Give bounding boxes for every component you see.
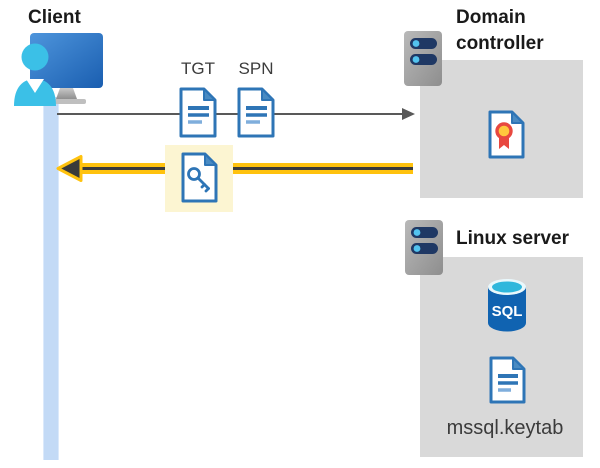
response-arrow-core [74, 167, 413, 170]
sql-badge-text: SQL [492, 303, 523, 320]
tgt-label: TGT [181, 59, 215, 78]
tgt-document-icon [178, 87, 218, 138]
spn-document-icon [236, 87, 276, 138]
request-arrowhead-icon [402, 108, 415, 120]
domain-controller-title: Domain controller [456, 7, 544, 54]
sql-database-icon: SQL [486, 278, 528, 334]
linux-server-title: Linux server [456, 228, 569, 249]
response-arrowhead-icon [56, 154, 84, 183]
domain-controller-server-icon [403, 30, 443, 87]
linux-server-server-icon [404, 219, 444, 276]
keytab-document-icon [489, 356, 526, 404]
certificate-icon [488, 110, 525, 159]
keytab-filename-label: mssql.keytab [446, 417, 564, 439]
response-arrow [74, 163, 413, 174]
key-ticket-document-icon [181, 152, 218, 203]
client-title: Client [28, 7, 81, 28]
client-lifeline [43, 97, 59, 460]
spn-label: SPN [238, 59, 274, 78]
request-arrow [57, 113, 403, 115]
client-user-monitor-icon [10, 30, 110, 106]
